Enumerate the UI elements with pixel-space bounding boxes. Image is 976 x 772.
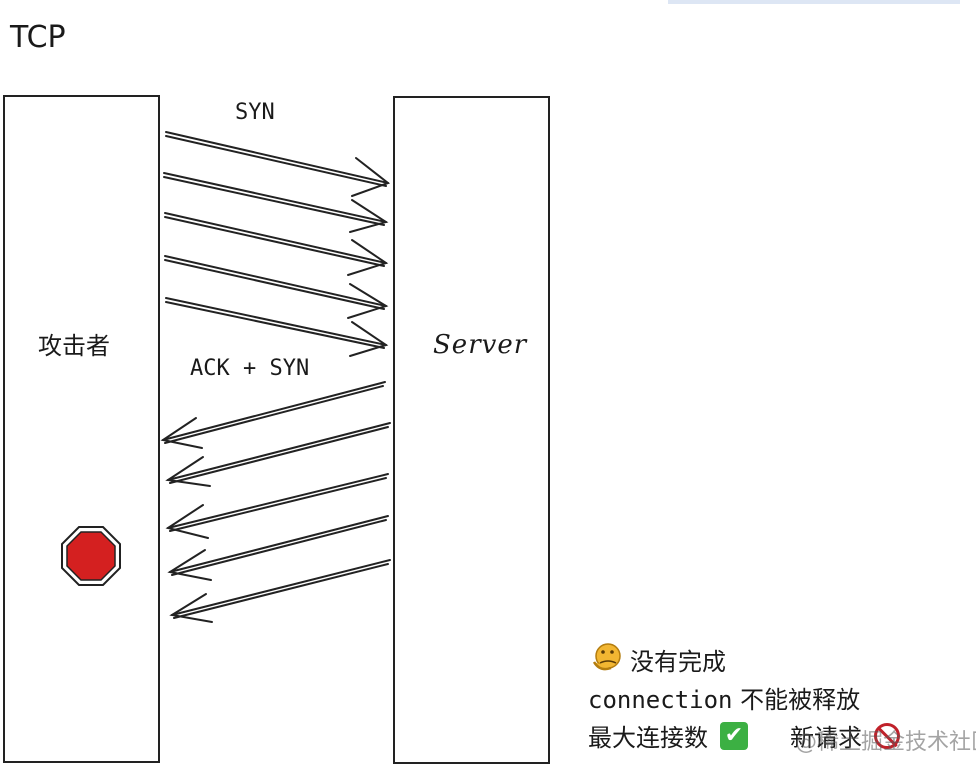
ack-syn-label: ACK + SYN (190, 356, 310, 381)
syn-arrow (165, 297, 389, 357)
diagram-title: TCP (10, 20, 66, 55)
attacker-label: 攻击者 (38, 332, 110, 360)
server-box (393, 96, 550, 764)
syn-arrow (164, 212, 389, 276)
syn-label: SYN (235, 100, 275, 125)
check-mark-icon: ✔ (720, 721, 748, 750)
ack-syn-arrow (165, 473, 389, 539)
note-max-connections: 最大连接数 ✔ 新请求 (588, 718, 900, 753)
ack-syn-arrow (167, 515, 389, 581)
note-line-2-text: 不能被释放 (732, 686, 861, 714)
syn-arrow (164, 255, 389, 319)
attacker-box (3, 95, 160, 763)
watermark: @稀土掘金技术社区 (795, 730, 976, 755)
thinking-emoji-icon (592, 643, 621, 671)
note-line-3b: 新请求 (790, 724, 862, 752)
prohibited-icon (874, 722, 900, 749)
note-line-1: 没有完成 (630, 648, 726, 676)
stop-sign-icon (61, 526, 121, 586)
connection-code: connection (588, 686, 733, 714)
note-connection: connection 不能被释放 (588, 680, 860, 715)
note-line-3a: 最大连接数 (588, 724, 708, 752)
syn-arrow (165, 131, 391, 197)
ack-syn-arrow (160, 381, 386, 449)
ack-syn-arrow (165, 422, 391, 487)
syn-arrow (163, 172, 389, 233)
server-label: Server (433, 330, 528, 360)
note-not-completed: 没有完成 (590, 642, 726, 677)
ack-syn-arrow (169, 559, 391, 623)
top-accent-bar (668, 0, 960, 4)
